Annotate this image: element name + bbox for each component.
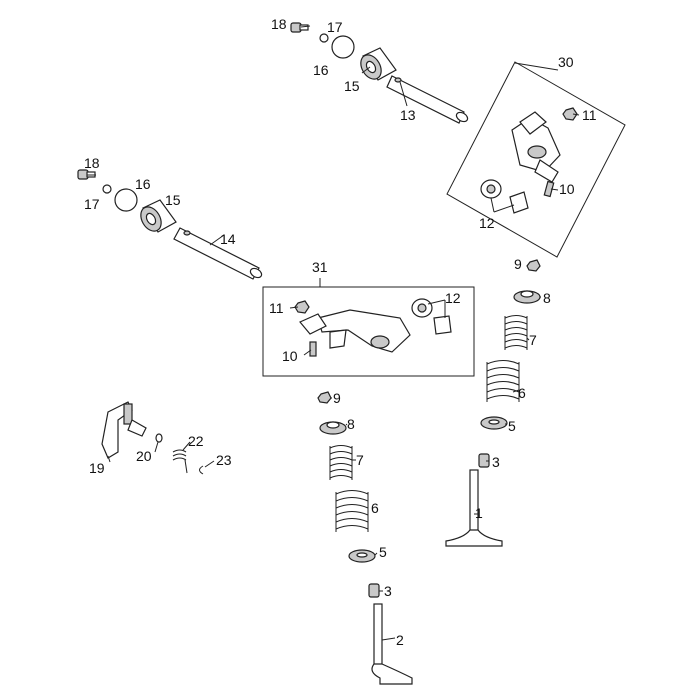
collet-9-center <box>317 391 332 404</box>
callout-8-center: 8 <box>347 416 355 432</box>
callout-30: 30 <box>558 54 574 70</box>
lever-19 <box>101 401 147 459</box>
bearing-15-upper <box>360 47 397 81</box>
callout-8-right: 8 <box>543 290 551 306</box>
ring-20 <box>155 433 163 443</box>
callout-10-a30: 10 <box>559 181 575 197</box>
callout-17-upper: 17 <box>327 19 343 35</box>
callout-labels: 1 2 3 3 5 5 6 6 7 7 8 8 9 9 10 10 11 11 … <box>84 16 597 648</box>
valve-1 <box>445 469 503 547</box>
shaft-13 <box>386 75 469 124</box>
right-valve-stack <box>445 259 541 547</box>
rocker-arm-30 <box>511 111 561 183</box>
callout-22: 22 <box>188 433 204 449</box>
callout-15-upper: 15 <box>344 78 360 94</box>
callout-1: 1 <box>475 505 483 521</box>
callout-23: 23 <box>216 452 232 468</box>
callout-12-a31: 12 <box>445 290 461 306</box>
callout-31: 31 <box>312 259 328 275</box>
outer-spring-6-center <box>335 489 369 532</box>
nut-11-a <box>562 107 578 121</box>
callout-6-center: 6 <box>371 500 379 516</box>
left-shaft-assembly <box>77 169 263 280</box>
callout-16-upper: 16 <box>313 62 329 78</box>
bearing-15-left <box>140 199 177 233</box>
screw-18-upper <box>290 22 309 33</box>
clip-23 <box>199 465 204 475</box>
callout-18-upper: 18 <box>271 16 287 32</box>
callout-14: 14 <box>220 231 236 247</box>
retainer-8-right <box>513 290 541 304</box>
callout-3-center: 3 <box>384 583 392 599</box>
callout-9-center: 9 <box>333 390 341 406</box>
shaft-14 <box>173 227 263 280</box>
inner-spring-7-right <box>504 314 528 350</box>
valve-2 <box>371 603 413 685</box>
upper-shaft-assembly <box>290 22 469 124</box>
spring-seat-5-right <box>480 416 508 430</box>
retainer-8-center <box>319 421 347 435</box>
inner-spring-7-center <box>329 444 353 480</box>
outer-spring-6-right <box>486 359 520 402</box>
callout-7-center: 7 <box>356 452 364 468</box>
callout-11-a31: 11 <box>269 300 284 316</box>
callout-13: 13 <box>400 107 416 123</box>
washer-17-upper <box>319 33 329 43</box>
callout-10-a31: 10 <box>282 348 298 364</box>
rocker-assembly-31 <box>262 286 475 377</box>
leader-lines <box>87 25 580 641</box>
callout-12-a30: 12 <box>479 215 495 231</box>
rocker-assembly-30 <box>446 61 626 258</box>
center-valve-stack <box>317 391 413 685</box>
callout-17-left: 17 <box>84 196 100 212</box>
valve-seal-3-center <box>368 583 380 598</box>
adjuster-10-a <box>543 180 555 198</box>
spring-22 <box>172 449 188 474</box>
collet-9-right <box>526 259 541 272</box>
callout-3-right: 3 <box>492 454 500 470</box>
bushing-12-b <box>411 298 452 335</box>
callout-16-left: 16 <box>135 176 151 192</box>
o-ring-16-upper <box>331 35 355 59</box>
callout-18-left: 18 <box>84 155 100 171</box>
callout-5-right: 5 <box>508 418 516 434</box>
callout-15-left: 15 <box>165 192 181 208</box>
washer-17-left <box>102 184 112 194</box>
callout-11-a30: 11 <box>582 107 597 123</box>
o-ring-16-left <box>114 188 138 212</box>
callout-5-center: 5 <box>379 544 387 560</box>
callout-6-right: 6 <box>518 385 526 401</box>
spring-seat-5-center <box>348 549 376 563</box>
adjuster-10-b <box>309 341 317 357</box>
lever-assembly <box>101 401 204 475</box>
callout-2: 2 <box>396 632 404 648</box>
callout-7-right: 7 <box>529 332 537 348</box>
callout-9-right: 9 <box>514 256 522 272</box>
callout-19: 19 <box>89 460 105 476</box>
rocker-arm-31 <box>299 309 411 353</box>
callout-20: 20 <box>136 448 152 464</box>
